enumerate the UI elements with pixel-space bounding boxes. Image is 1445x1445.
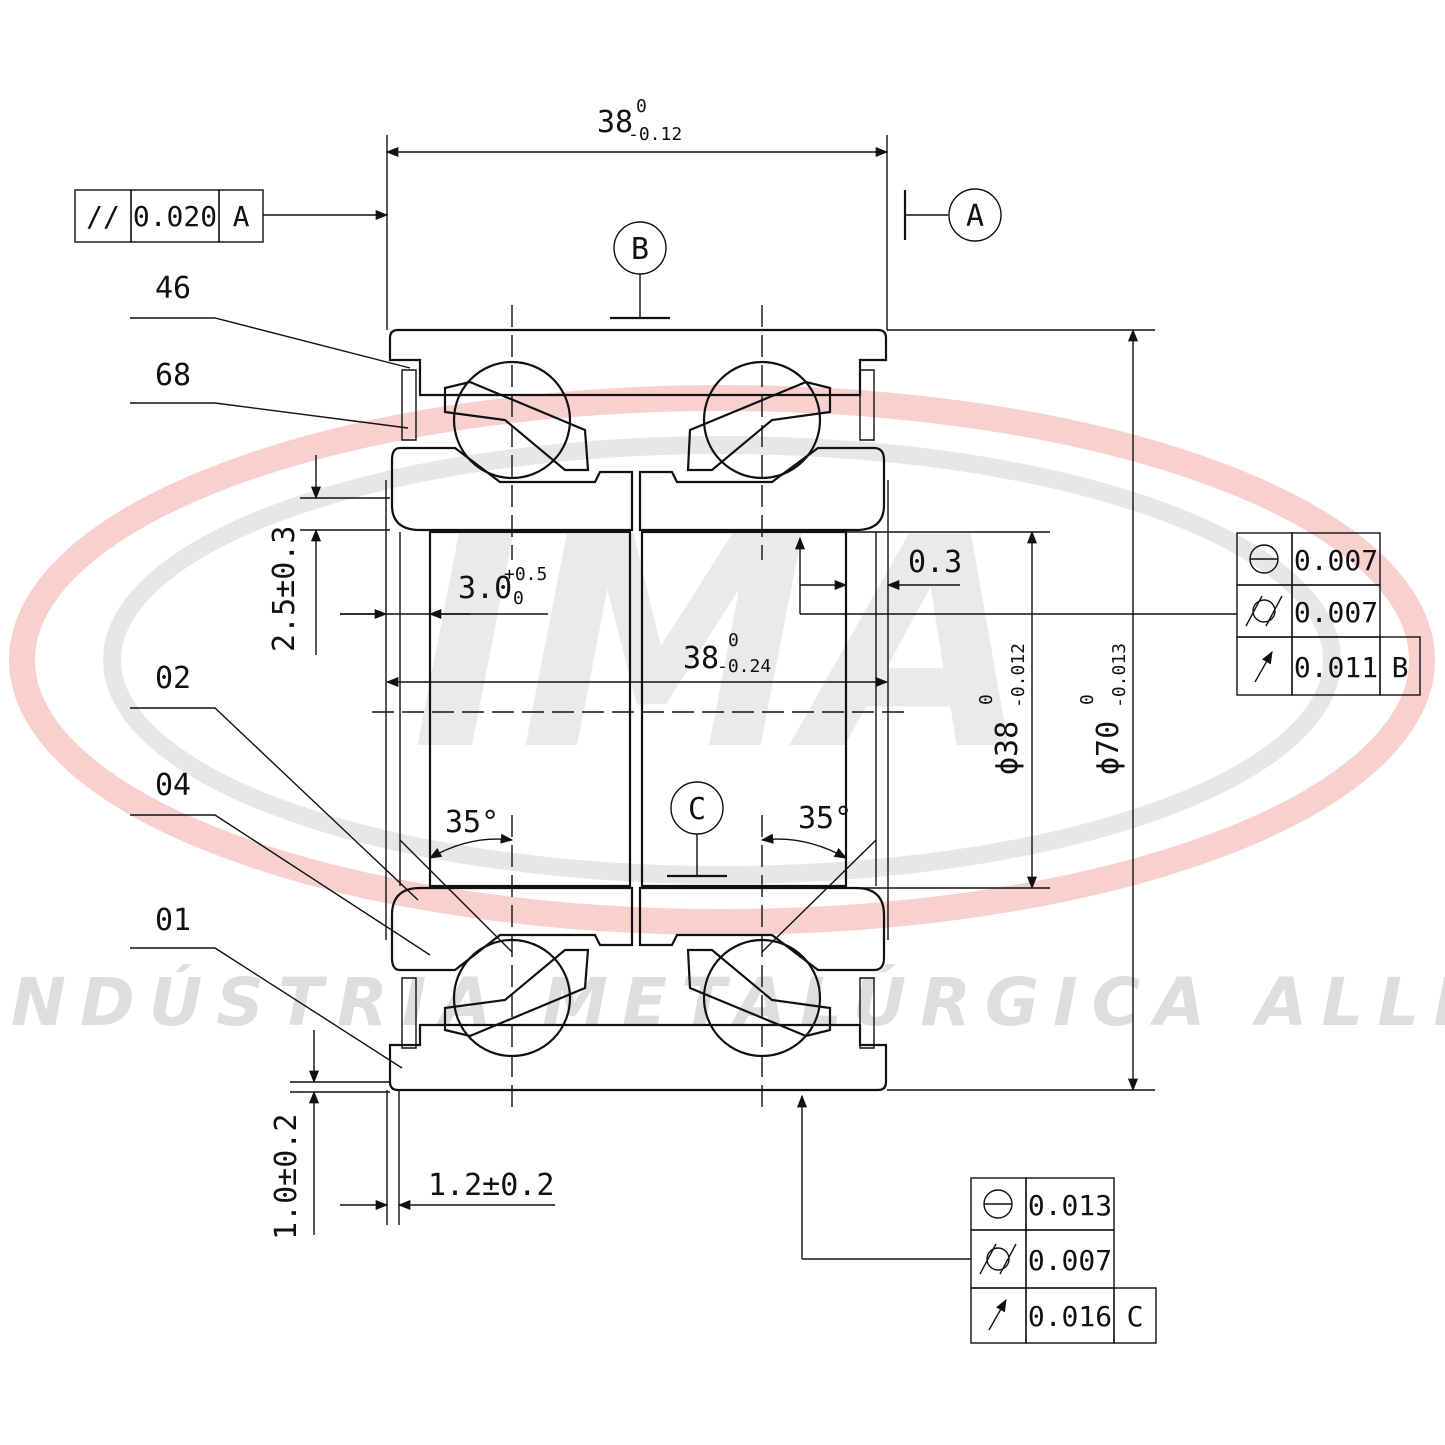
part-label-02: 02 [155,661,191,696]
cylindricity-icon [1245,595,1283,627]
outer-lower: -0.013 [1109,643,1130,708]
datum-c: C [667,781,727,878]
groove-lower: 0 [513,588,524,609]
datum-a: A [903,188,1002,242]
groove-upper: +0.5 [504,564,547,585]
part-label-01: 01 [155,903,191,938]
angle-right: 35° [760,801,852,859]
bore-outline [385,480,889,940]
svg-text:B: B [631,232,649,267]
fcf-bottom-value-2: 0.007 [1028,1244,1112,1277]
angle-left-text: 35° [445,805,499,840]
width-inner-upper: 0 [728,630,739,651]
part-label-04: 04 [155,768,191,803]
fcf-bottom: 0.013 0.007 0.016 C [796,1094,1157,1344]
outer-base: ϕ70 [1091,721,1126,775]
cylindricity-icon [979,1243,1017,1275]
groove-base: 3.0 [458,571,512,606]
inner-ring-bottom-left [390,886,634,972]
bottom-vertical-text: 1.0±0.2 [269,1114,304,1240]
dimension-width-inner: 38 0 -0.24 [385,630,889,688]
part-label-68: 68 [155,358,191,393]
logo-text: IMA [412,477,1033,814]
width-top-upper: 0 [636,96,647,117]
dimension-offset-left: 2.5±0.3 [267,455,390,655]
watermark: IMA INDÚSTRIA METALÚRGICA ALLI [0,385,1445,1041]
width-inner-base: 38 [683,641,719,676]
dimension-chamfer-right: 0.3 [800,540,962,591]
offset-left-text: 2.5±0.3 [267,526,302,652]
outer-upper: 0 [1077,694,1098,705]
fcf-right-datum: B [1392,651,1409,684]
chamfer-right-text: 0.3 [908,545,962,580]
circularity-icon [983,1189,1013,1219]
parallelism-value: 0.020 [133,200,217,233]
bore-upper: 0 [976,694,997,705]
dimension-width-top: 38 0 -0.12 [385,96,889,330]
circularity-icon [1249,544,1279,574]
seals [401,369,875,1049]
dimension-bottom-vertical: 1.0±0.2 [269,1030,390,1240]
fcf-right: 0.007 0.007 0.011 B [794,532,1421,696]
parallelism-frame: // 0.020 A [74,189,389,243]
fcf-right-value-1: 0.007 [1294,544,1378,577]
dimension-bottom-horizontal: 1.2±0.2 [340,1090,555,1225]
ball-top-right [702,360,822,480]
runout-icon [1254,650,1273,683]
width-inner-lower: -0.24 [717,656,771,677]
bottom-horizontal-text: 1.2±0.2 [428,1168,554,1203]
parallelism-symbol: // [86,200,120,233]
outer-ring-top [388,328,888,397]
part-labels: 46 68 02 04 01 [130,271,431,1069]
inner-ring-top-left [390,446,634,532]
dimension-bore: ϕ38 0 -0.012 [846,530,1050,890]
width-top-lower: -0.12 [628,124,682,145]
inner-ring-bottom-right [638,886,886,972]
dimension-groove: 3.0 +0.5 0 [340,564,548,620]
datum-b: B [610,221,670,320]
angle-left: 35° [428,805,514,859]
bore-base: ϕ38 [990,721,1025,775]
parallelism-datum: A [233,200,250,233]
svg-text:A: A [966,199,984,234]
part-label-46: 46 [155,271,191,306]
dimension-outer: ϕ70 0 -0.013 [887,328,1155,1092]
fcf-bottom-value-1: 0.013 [1028,1189,1112,1222]
fcf-right-value-2: 0.007 [1294,596,1378,629]
logo-ring-outer [9,385,1435,935]
fcf-right-value-3: 0.011 [1294,651,1378,684]
fcf-bottom-value-3: 0.016 [1028,1300,1112,1333]
fcf-bottom-datum: C [1127,1300,1144,1333]
ball-top-left [452,360,572,480]
width-top-base: 38 [597,105,633,140]
svg-text:C: C [688,792,706,827]
inner-ring-top-right [638,446,886,532]
bore-lower: -0.012 [1008,643,1029,708]
centerlines [372,305,905,1110]
runout-icon [988,1298,1007,1331]
angle-right-text: 35° [798,801,852,836]
